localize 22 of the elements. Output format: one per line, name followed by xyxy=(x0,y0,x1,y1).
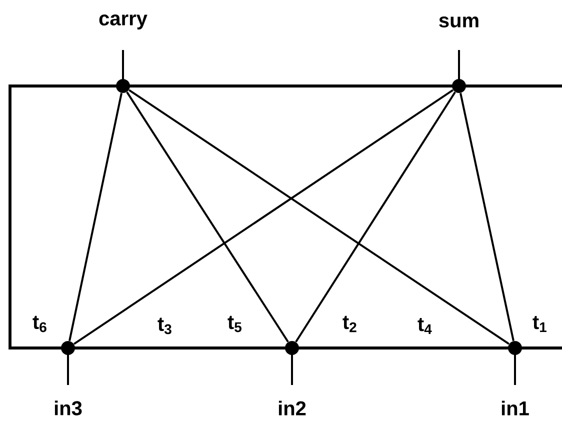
terminal-label: in2 xyxy=(278,400,306,416)
terminal-label: in3 xyxy=(54,400,82,416)
wire xyxy=(68,92,122,342)
wire xyxy=(295,92,456,342)
wire xyxy=(128,89,510,345)
edge-label: t$_{2}$ xyxy=(341,314,359,334)
wire xyxy=(460,92,514,342)
terminal-label: sum xyxy=(439,16,478,28)
edge-label: t$_{3}$ xyxy=(156,316,174,336)
junction-dot xyxy=(61,341,75,355)
edge-label: t$_{4}$ xyxy=(416,316,434,336)
junction-dot xyxy=(285,341,299,355)
terminal-label: carry xyxy=(99,14,148,30)
wire xyxy=(126,92,289,342)
edge-label: t$_{6}$ xyxy=(31,314,49,334)
junction-dot xyxy=(116,79,130,93)
junction-dot xyxy=(452,79,466,93)
junction-dot xyxy=(508,341,522,355)
edge-label: t$_{5}$ xyxy=(226,314,244,334)
terminal-label: in1 xyxy=(502,400,529,416)
wire xyxy=(73,89,454,345)
edge-label: t$_{1}$ xyxy=(531,314,549,334)
